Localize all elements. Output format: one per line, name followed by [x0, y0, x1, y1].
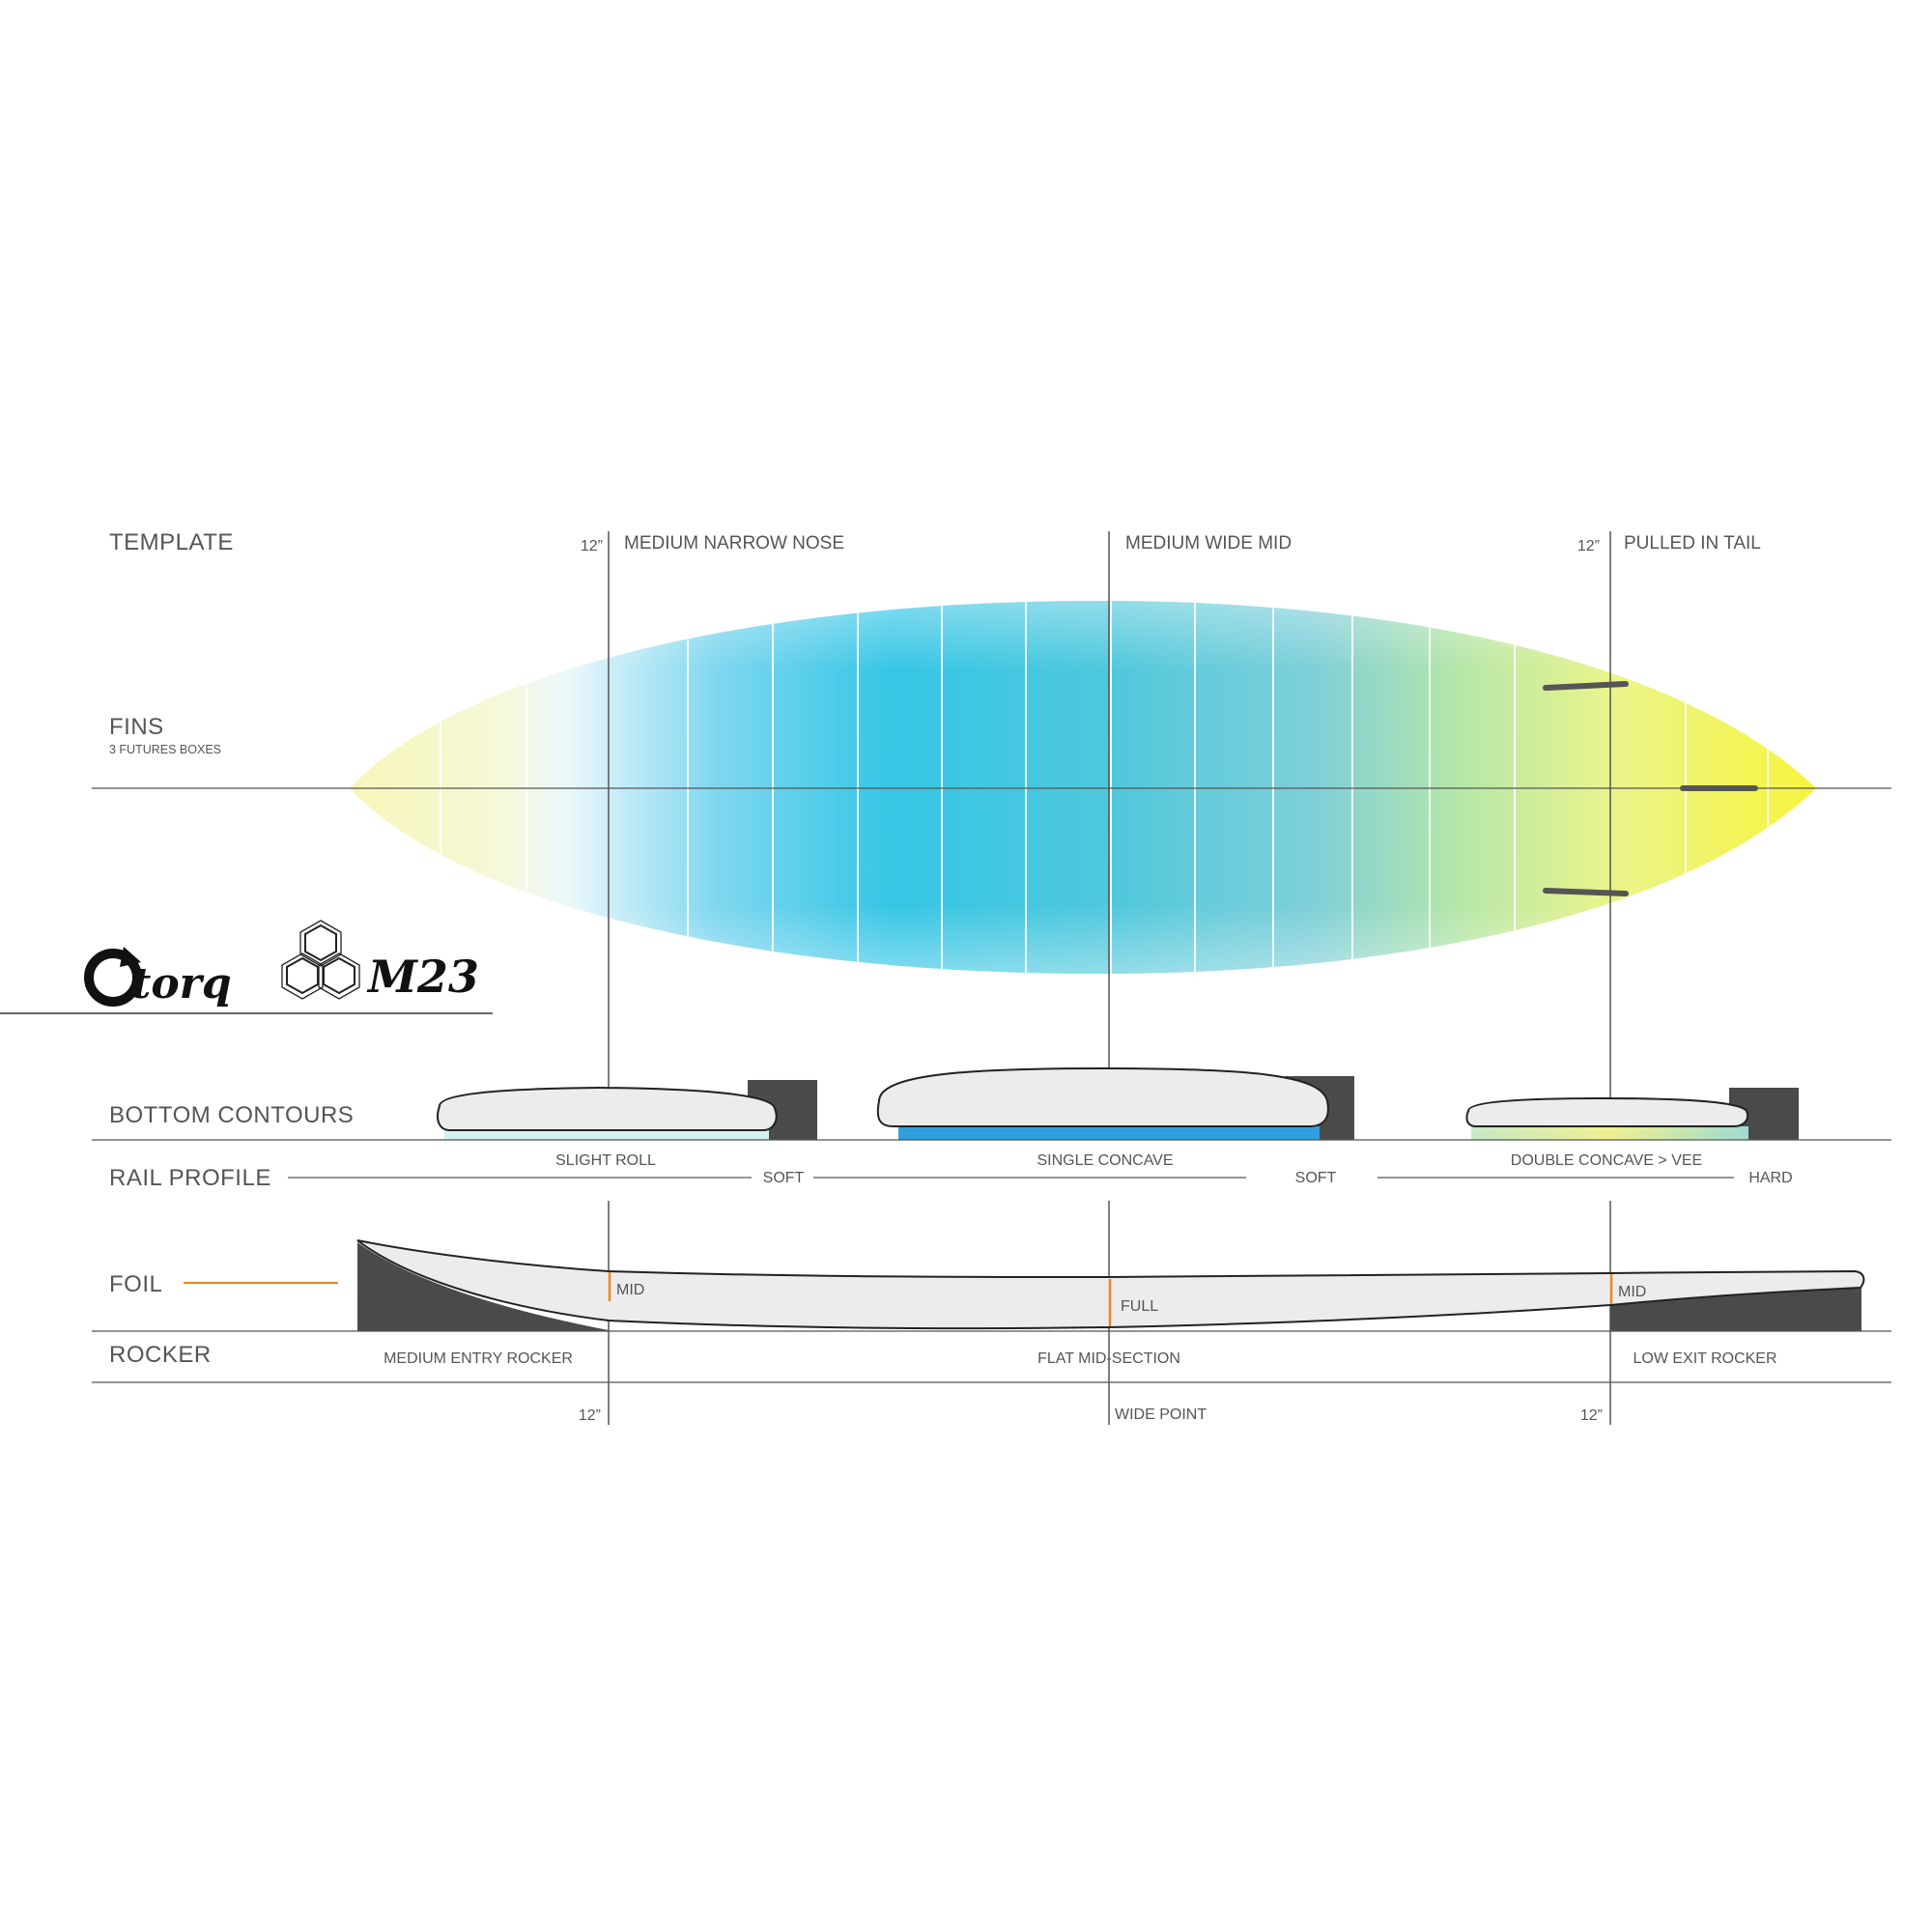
torq-logo-text: torq [131, 959, 232, 1009]
template-tail-distance: 12” [1577, 538, 1600, 554]
torq-logo: torq [84, 947, 232, 1009]
rail-tail-label: HARD [1748, 1170, 1792, 1186]
bottom-mid-label: SINGLE CONCAVE [1037, 1152, 1173, 1169]
fin-box-left [1543, 681, 1629, 691]
fin-box-right [1543, 888, 1629, 896]
foil-mid-label: FULL [1121, 1298, 1158, 1315]
section-template-label: TEMPLATE [109, 529, 234, 555]
bottom-contour-tail [1465, 1088, 1799, 1140]
template-mid-label: MEDIUM WIDE MID [1125, 533, 1292, 554]
rocker-entry-label: MEDIUM ENTRY ROCKER [384, 1350, 573, 1367]
section-rail-profile-label: RAIL PROFILE [109, 1165, 271, 1191]
scale-nose-12in: 12” [579, 1407, 601, 1424]
surfboard-template [350, 600, 1816, 975]
fins-subtitle: 3 FUTURES BOXES [109, 743, 221, 756]
template-nose-label: MEDIUM NARROW NOSE [624, 533, 844, 554]
template-nose-distance: 12” [581, 538, 603, 554]
bottom-contour-nose [437, 1080, 817, 1140]
rail-nose-label: SOFT [763, 1170, 805, 1186]
bottom-tail-label: DOUBLE CONCAVE > VEE [1511, 1152, 1702, 1169]
m23-logo-text: M23 [366, 951, 479, 1003]
logo-row: torq M23 [84, 920, 479, 1009]
section-bottom-contours-label: BOTTOM CONTOURS [109, 1102, 354, 1128]
foil-nose-label: MID [616, 1282, 644, 1298]
foil-tail-label: MID [1618, 1284, 1646, 1300]
rocker-exit-label: LOW EXIT ROCKER [1633, 1350, 1776, 1367]
board-panel-lines [350, 600, 1816, 975]
section-rocker-label: ROCKER [109, 1342, 212, 1368]
rocker-profile [356, 1239, 1865, 1331]
bottom-nose-label: SLIGHT ROLL [555, 1152, 656, 1169]
scale-tail-12in: 12” [1580, 1407, 1603, 1424]
section-foil-label: FOIL [109, 1271, 162, 1297]
scale-wide-point: WIDE POINT [1115, 1406, 1207, 1423]
rail-mid-label: SOFT [1295, 1170, 1337, 1186]
rocker-mid-label: FLAT MID-SECTION [1037, 1350, 1180, 1367]
template-tail-label: PULLED IN TAIL [1624, 533, 1761, 554]
bottom-contour-mid [876, 1066, 1354, 1140]
hexagon-logo-icon [281, 920, 360, 1000]
section-fins-label: FINS [109, 714, 164, 740]
